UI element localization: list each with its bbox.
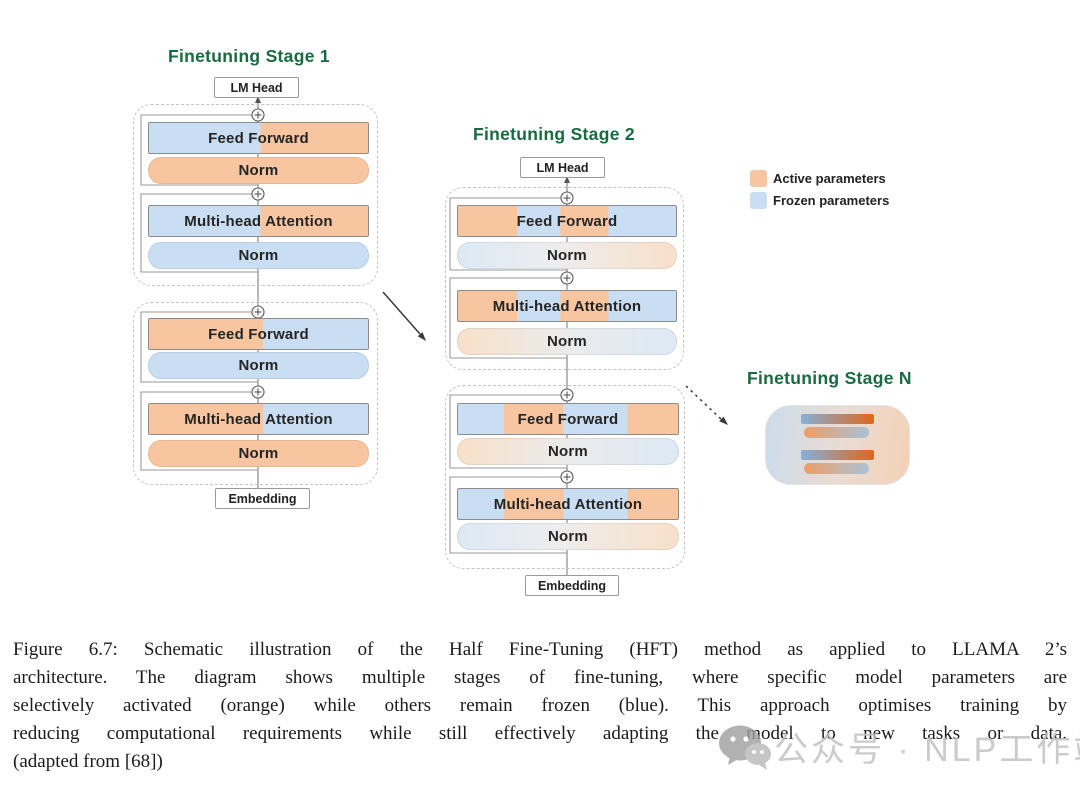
norm-layer: Norm xyxy=(148,440,369,467)
caption-line: architecture. The diagram shows multiple… xyxy=(13,667,1067,688)
feed-forward-layer: Feed Forward xyxy=(457,205,677,237)
lm-head-box: LM Head xyxy=(520,157,605,178)
legend-active-swatch xyxy=(750,170,767,187)
norm-layer: Norm xyxy=(457,242,677,269)
stageN-title: Finetuning Stage N xyxy=(747,368,912,388)
stageN-param-bar xyxy=(801,414,874,424)
feed-forward-layer: Feed Forward xyxy=(148,318,369,350)
stage1-title: Finetuning Stage 1 xyxy=(168,46,330,66)
legend-active-label: Active parameters xyxy=(773,171,886,186)
stageN-param-bar xyxy=(804,427,869,438)
stageN-param-bar xyxy=(801,450,874,460)
arrowhead-up-icon xyxy=(564,176,570,183)
feed-forward-layer: Feed Forward xyxy=(457,403,679,435)
plus-circle-icon xyxy=(251,385,265,399)
figure-caption: Figure 6.7: Schematic illustration of th… xyxy=(13,636,1067,776)
stage-transition-arrow-solid xyxy=(382,291,426,341)
transformer-block-container xyxy=(133,302,378,485)
residual-add-icons xyxy=(251,108,574,484)
feed-forward-layer: Feed Forward xyxy=(148,122,369,154)
wechat-icon xyxy=(719,725,771,770)
plus-circle-icon xyxy=(251,187,265,201)
caption-line: Figure 6.7: Schematic illustration of th… xyxy=(13,639,1067,660)
multi-head-attention-layer: Multi-head Attention xyxy=(457,488,679,520)
plus-circle-icon xyxy=(560,470,574,484)
norm-layer: Norm xyxy=(148,242,369,269)
lm-head-box: LM Head xyxy=(214,77,299,98)
plus-circle-icon xyxy=(560,191,574,205)
embedding-box: Embedding xyxy=(215,488,310,509)
norm-layer: Norm xyxy=(457,438,679,465)
multi-head-attention-layer: Multi-head Attention xyxy=(148,403,369,435)
stage2-title: Finetuning Stage 2 xyxy=(473,124,635,144)
norm-layer: Norm xyxy=(457,523,679,550)
norm-layer: Norm xyxy=(148,352,369,379)
transformer-block-container xyxy=(133,104,378,286)
embedding-box: Embedding xyxy=(525,575,619,596)
transformer-block-container xyxy=(445,385,685,569)
legend-frozen-swatch xyxy=(750,192,767,209)
stageN-model-summary xyxy=(765,405,910,485)
stage-transition-arrow-dashed xyxy=(685,385,728,425)
plus-circle-icon xyxy=(560,388,574,402)
plus-circle-icon xyxy=(251,108,265,122)
arrowhead-up-icon xyxy=(255,96,261,103)
norm-layer: Norm xyxy=(148,157,369,184)
residual-skip-lines xyxy=(140,114,567,554)
transformer-block-container xyxy=(445,187,684,370)
multi-head-attention-layer: Multi-head Attention xyxy=(457,290,677,322)
plus-circle-icon xyxy=(560,271,574,285)
watermark-text: 公众号 · NLP工作站 xyxy=(774,731,1080,769)
legend-frozen-label: Frozen parameters xyxy=(773,193,890,208)
caption-line: (adapted from [68]) xyxy=(13,751,163,772)
caption-line: selectively activated (orange) while oth… xyxy=(13,695,1067,716)
stageN-param-bar xyxy=(804,463,869,474)
caption-line: reducing computational requirements whil… xyxy=(13,723,1067,744)
multi-head-attention-layer: Multi-head Attention xyxy=(148,205,369,237)
norm-layer: Norm xyxy=(457,328,677,355)
